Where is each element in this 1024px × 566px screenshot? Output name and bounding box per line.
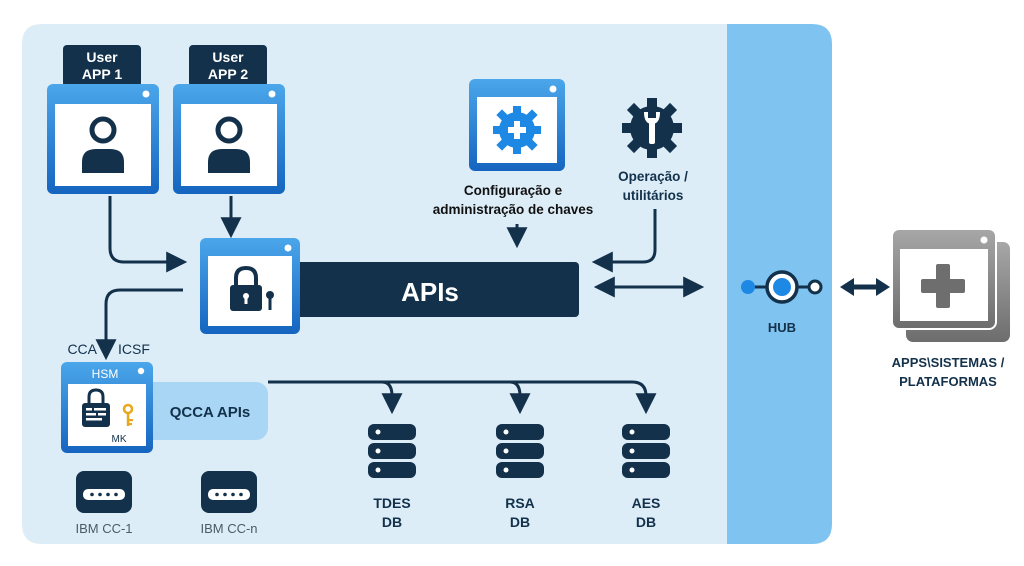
config-window xyxy=(469,79,565,171)
hsm-label: HSM xyxy=(92,367,119,381)
db-label-line1: TDES xyxy=(373,495,410,511)
config-label-line2: administração de chaves xyxy=(433,202,594,217)
icsf-label: ICSF xyxy=(118,341,150,357)
app-tab-line1: User xyxy=(86,49,118,65)
crypto-card-icon xyxy=(76,471,132,513)
ibm-card-1: IBM CC-1 xyxy=(75,471,133,536)
hub-label: HUB xyxy=(768,320,796,335)
apis-label: APIs xyxy=(401,277,459,307)
hub-node xyxy=(741,270,823,304)
lock-key-icon xyxy=(230,265,274,311)
gear-plus-icon xyxy=(493,106,541,154)
app-tab xyxy=(63,45,141,87)
qcca-apis: QCCA APIs xyxy=(120,382,268,440)
external-label-line1: APPS\SISTEMAS / xyxy=(892,355,1005,370)
database-icon xyxy=(368,424,416,478)
mk-label: MK xyxy=(112,434,127,445)
hub-external-arrow xyxy=(840,278,890,296)
user-icon xyxy=(208,116,250,173)
user-app-2: User APP 2 xyxy=(173,45,285,194)
db-label-line2: DB xyxy=(510,514,530,530)
user-app-1: User APP 1 xyxy=(47,45,159,194)
db-aes: AES DB xyxy=(622,424,670,530)
crypto-card-icon xyxy=(201,471,257,513)
user-icon xyxy=(82,116,124,173)
app-connectors xyxy=(108,196,242,273)
app-tab-line2: APP 2 xyxy=(208,66,248,82)
db-label-line2: DB xyxy=(636,514,656,530)
hsm-window: HSM MK xyxy=(61,362,153,453)
db-label-line1: RSA xyxy=(505,495,535,511)
operacao-label-line1: Operação / xyxy=(618,169,688,184)
database-icon xyxy=(496,424,544,478)
app-tab-line1: User xyxy=(212,49,244,65)
operacao-label-line2: utilitários xyxy=(623,188,684,203)
external-systems xyxy=(891,228,1010,342)
ibm-card-label: IBM CC-1 xyxy=(75,521,132,536)
db-rsa: RSA DB xyxy=(496,424,544,530)
app-tab-line2: APP 1 xyxy=(82,66,122,82)
db-label-line1: AES xyxy=(632,495,661,511)
lock-window xyxy=(200,238,300,334)
db-tdes: TDES DB xyxy=(368,424,416,530)
mk-key-icon xyxy=(122,403,134,426)
lock-hsm-arrow xyxy=(95,288,183,361)
db-connectors xyxy=(268,380,657,415)
plus-icon xyxy=(921,264,965,308)
config-label-line1: Configuração e xyxy=(464,183,563,198)
database-icon xyxy=(622,424,670,478)
hsm-lock-icon xyxy=(82,388,110,427)
cca-label: CCA xyxy=(67,341,97,357)
db-label-line2: DB xyxy=(382,514,402,530)
ibm-card-n: IBM CC-n xyxy=(200,471,258,536)
app-tab xyxy=(189,45,267,87)
apis-bar: APIs xyxy=(255,262,579,317)
wrench-gear-icon xyxy=(622,98,682,158)
external-label-line2: PLATAFORMAS xyxy=(899,374,997,389)
ibm-card-label: IBM CC-n xyxy=(200,521,257,536)
operacao-arrow xyxy=(591,209,657,273)
qcca-label: QCCA APIs xyxy=(170,404,251,421)
